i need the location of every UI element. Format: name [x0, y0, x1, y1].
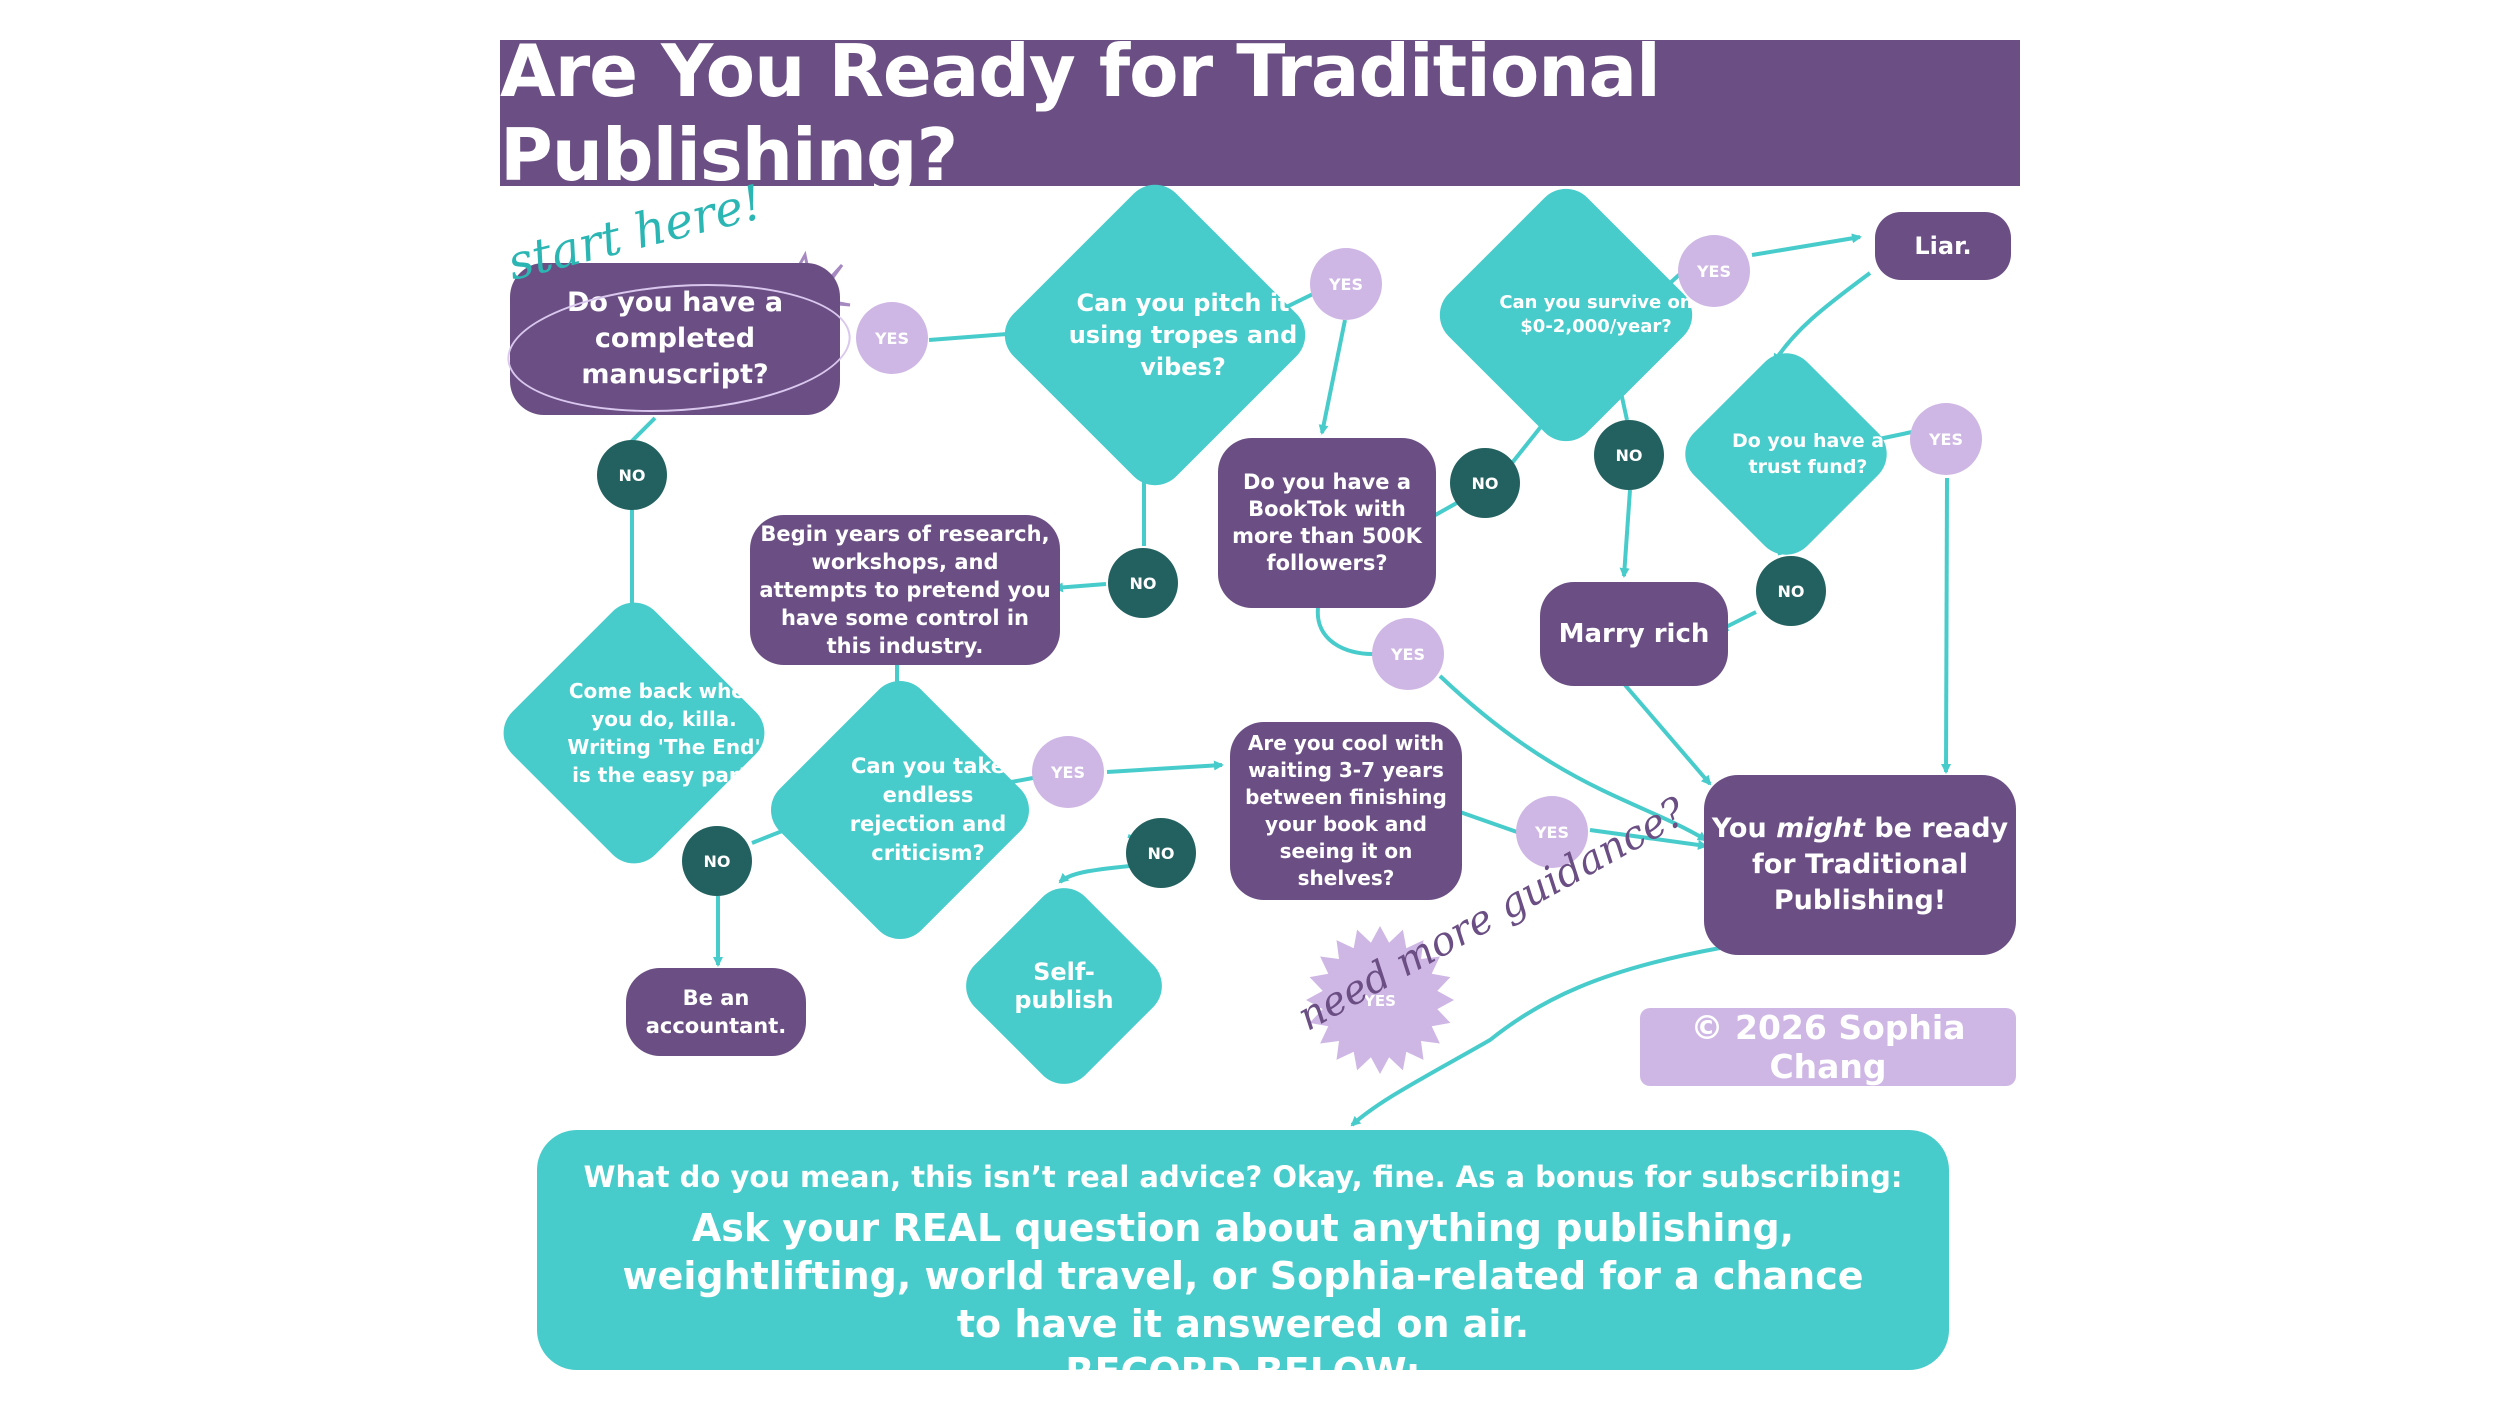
- arrow-marryrich-ready: [1623, 683, 1712, 786]
- starburst-yes-label: YES: [1363, 992, 1396, 1010]
- yes-circle-7: YES: [1516, 796, 1588, 868]
- node-research: Begin years of research, workshops, and …: [750, 515, 1060, 665]
- arrow-liar-trustfund: [1772, 271, 1872, 364]
- node-trust-fund-label: Do you have a trust fund?: [1731, 430, 1885, 478]
- yes-label: YES: [1696, 261, 1732, 281]
- node-come-back: Come back when you do, killa. Writing 'T…: [491, 590, 777, 876]
- arrow-ready-guidance: [1350, 946, 1721, 1127]
- node-come-back-label: Come back when you do, killa. Writing 'T…: [567, 679, 761, 787]
- callout-intro: What do you mean, this isn’t real advice…: [583, 1160, 1903, 1194]
- yes-label: YES: [1928, 429, 1964, 449]
- copyright-badge: © 2026 Sophia Chang: [1640, 1008, 2016, 1086]
- node-marry-rich: Marry rich: [1540, 582, 1728, 686]
- no-label: NO: [1471, 473, 1499, 493]
- node-booktok-label: Do you have a BookTok with more than 500…: [1232, 470, 1422, 575]
- yes-circle-6: YES: [1032, 736, 1104, 808]
- arrow-yes-waiting: [1106, 760, 1224, 774]
- yes-circle-4: YES: [1910, 403, 1982, 475]
- node-accountant-label: Be an accountant.: [645, 986, 787, 1038]
- no-circle-3: NO: [1450, 448, 1520, 518]
- yes-label: YES: [874, 328, 910, 348]
- title-banner: Are You Ready for Traditional Publishing…: [500, 29, 2020, 197]
- yes-circle-5: YES: [1372, 618, 1444, 690]
- node-accountant: Be an accountant.: [626, 968, 806, 1056]
- no-label: NO: [1615, 445, 1643, 465]
- node-survive-label: Can you survive on $0-2,000/year?: [1499, 292, 1693, 337]
- arrow-booktok-yes: [1315, 607, 1376, 657]
- node-marry-rich-label: Marry rich: [1558, 619, 1710, 649]
- yes-circle-3: YES: [1678, 235, 1750, 307]
- no-label: NO: [618, 465, 646, 485]
- no-circle-4: NO: [1594, 420, 1664, 490]
- no-label: NO: [1777, 581, 1805, 601]
- node-self-publish: Self-publish: [953, 875, 1175, 1097]
- arrow-waiting-yes: [1459, 810, 1518, 834]
- no-label: NO: [1129, 573, 1157, 593]
- node-liar: Liar.: [1875, 212, 2011, 280]
- no-circle-2: NO: [1108, 548, 1178, 618]
- node-liar-label: Liar.: [1914, 232, 1972, 260]
- subscribe-callout: What do you mean, this isn’t real advice…: [537, 1130, 1949, 1394]
- yes-label: YES: [1390, 644, 1426, 664]
- node-trust-fund: Do you have a trust fund?: [1672, 340, 1900, 568]
- node-pitch-label: Can you pitch it using tropes and vibes?: [1068, 289, 1298, 381]
- arrow-yes-ready-3: [1589, 828, 1708, 850]
- node-survive: Can you survive on $0-2,000/year?: [1427, 176, 1705, 454]
- yes-circle-1: YES: [856, 302, 928, 374]
- arrow-no-selfpublish: [1058, 864, 1131, 884]
- node-rejection-label: Can you take endless rejection and criti…: [849, 754, 1007, 865]
- node-manuscript-label: Do you have a completed manuscript?: [566, 287, 784, 390]
- node-manuscript: Do you have a completed manuscript?: [510, 263, 840, 415]
- no-circle-1: NO: [597, 440, 667, 510]
- node-booktok: Do you have a BookTok with more than 500…: [1218, 438, 1436, 608]
- callout-question: Ask your REAL question about anything pu…: [622, 1206, 1864, 1346]
- ready-text-start: You: [1711, 813, 1777, 844]
- no-label: NO: [703, 851, 731, 871]
- arrow-no-marryrich: [1619, 489, 1632, 578]
- node-self-publish-label: Self-publish: [1014, 958, 1114, 1014]
- yes-label: YES: [1534, 822, 1570, 842]
- yes-label: YES: [1050, 762, 1086, 782]
- no-circle-6: NO: [682, 826, 752, 896]
- yes-starburst: YES: [1306, 926, 1454, 1074]
- copyright-text: © 2026 Sophia Chang: [1690, 1008, 1966, 1086]
- node-ready-label: You might be ready for Traditional Publi…: [1710, 811, 2010, 919]
- node-waiting: Are you cool with waiting 3-7 years betw…: [1230, 722, 1462, 900]
- no-circle-5: NO: [1756, 556, 1826, 626]
- ready-text-end: be ready for Traditional Publishing!: [1752, 813, 2009, 916]
- page-title: Are You Ready for Traditional Publishing…: [500, 29, 1661, 197]
- node-rejection: Can you take endless rejection and criti…: [758, 668, 1042, 952]
- yes-label: YES: [1328, 274, 1364, 294]
- callout-record: RECORD BELOW:: [1065, 1350, 1421, 1394]
- arrow-no-research: [1053, 582, 1107, 593]
- arrow-yes-liar: [1751, 233, 1862, 257]
- no-circle-7: NO: [1126, 818, 1196, 888]
- arrow-yes-booktok: [1318, 319, 1347, 435]
- yes-circle-2: YES: [1310, 248, 1382, 320]
- node-ready: You might be ready for Traditional Publi…: [1704, 775, 2016, 955]
- arrow-manuscript-no: [628, 416, 657, 445]
- ready-text-emphasis: might: [1776, 813, 1865, 844]
- node-research-label: Begin years of research, workshops, and …: [759, 522, 1051, 658]
- arrow-yes-ready-2: [1941, 477, 1952, 774]
- node-pitch: Can you pitch it using tropes and vibes?: [992, 172, 1318, 498]
- node-waiting-label: Are you cool with waiting 3-7 years betw…: [1245, 731, 1447, 890]
- arrow-yes-ready-1: [1438, 674, 1708, 842]
- no-label: NO: [1147, 843, 1175, 863]
